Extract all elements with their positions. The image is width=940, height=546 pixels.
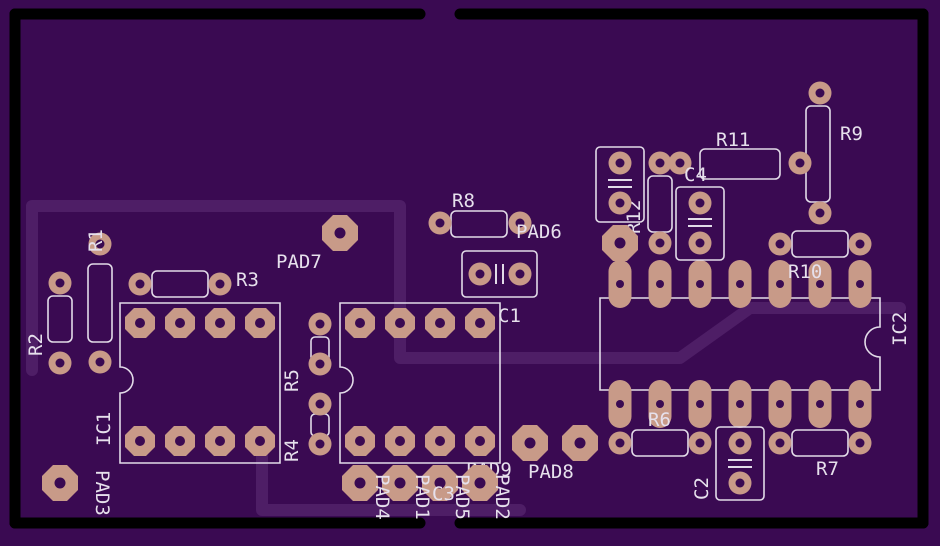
ic1-label: IC1 bbox=[93, 412, 115, 446]
board-edge bbox=[9, 8, 929, 529]
c3-label: C3 bbox=[432, 483, 455, 505]
r11-resistor: R11 bbox=[668, 129, 812, 180]
r3-resistor: R3 bbox=[128, 269, 259, 298]
pad7: PAD7 bbox=[276, 215, 358, 273]
r1-label: R1 bbox=[85, 229, 107, 252]
r11-label: R11 bbox=[716, 129, 750, 151]
r7-resistor: R7 bbox=[768, 429, 872, 480]
ic1-component: IC1 bbox=[93, 302, 281, 464]
r2-label: R2 bbox=[25, 333, 47, 356]
pad8: PAD8 bbox=[528, 425, 598, 483]
pad6-label: PAD6 bbox=[516, 221, 562, 243]
r10-resistor: R10 bbox=[768, 230, 872, 283]
r1-resistor: R1 bbox=[85, 229, 113, 374]
c1-label: C1 bbox=[498, 305, 521, 327]
r6-label: R6 bbox=[648, 409, 671, 431]
r3-label: R3 bbox=[236, 269, 259, 291]
r9-label: R9 bbox=[840, 123, 863, 145]
c1-capacitor: C1 bbox=[461, 250, 538, 327]
c4-capacitor: C4 bbox=[675, 164, 725, 261]
r6-resistor: R6 bbox=[608, 409, 712, 457]
pad3-label: PAD3 bbox=[91, 470, 113, 516]
pad6: PAD6 bbox=[516, 221, 638, 261]
pad1-label: PAD1 bbox=[411, 474, 433, 520]
r5-label: R5 bbox=[281, 369, 303, 392]
ic2-label: IC2 bbox=[889, 312, 911, 346]
pad5-label: PAD5 bbox=[451, 474, 473, 520]
c3-capacitor bbox=[595, 146, 645, 223]
pad4-label: PAD4 bbox=[371, 474, 393, 520]
r7-label: R7 bbox=[816, 458, 839, 480]
c4-label: C4 bbox=[684, 164, 707, 186]
r10-label: R10 bbox=[788, 261, 822, 283]
pad2-label: PAD2 bbox=[491, 474, 513, 520]
pad7-label: PAD7 bbox=[276, 251, 322, 273]
pad3: PAD3 bbox=[42, 465, 113, 516]
ic3-component bbox=[339, 302, 501, 464]
pad8-label: PAD8 bbox=[528, 461, 574, 483]
bottom-pad-row: PAD4 PAD1 PAD5 PAD2 C3 bbox=[342, 465, 513, 520]
r8-label: R8 bbox=[452, 190, 475, 212]
r5-r4-resistor: R5 R4 bbox=[281, 312, 332, 462]
r8-resistor: R8 bbox=[428, 190, 532, 238]
c2-capacitor: C2 bbox=[691, 426, 765, 501]
ic2-component: IC2 bbox=[599, 260, 911, 428]
r4-label: R4 bbox=[281, 439, 303, 462]
c2-label: C2 bbox=[691, 477, 713, 500]
r2-resistor: R2 bbox=[25, 271, 73, 375]
